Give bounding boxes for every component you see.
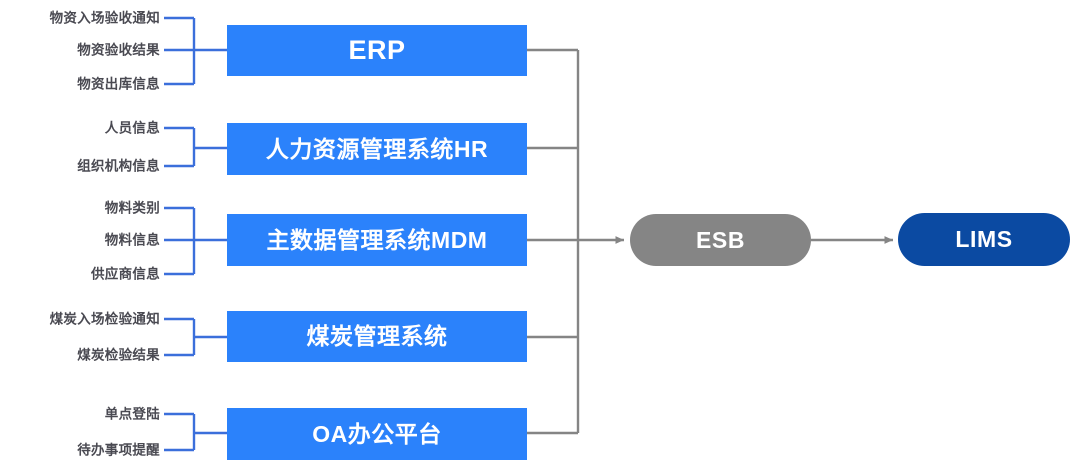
esb-hub-node[interactable]: ESB — [630, 214, 811, 266]
esb-hub-label: ESB — [695, 226, 746, 253]
source-label-oa-2: 待办事项提醒 — [0, 443, 160, 457]
lims-target-label: LIMS — [955, 226, 1013, 252]
system-box-label: 人力资源管理系统HR — [265, 135, 489, 162]
trunk-to-esb — [527, 48, 580, 435]
system-box-label: OA办公平台 — [312, 420, 442, 447]
system-box-mdm[interactable]: 主数据管理系统MDM — [227, 214, 527, 266]
source-label-mdm-2: 物料信息 — [0, 233, 160, 247]
source-label-text: 物料信息 — [104, 232, 160, 248]
source-label-text: 供应商信息 — [91, 266, 160, 282]
source-label-oa-1: 单点登陆 — [0, 407, 160, 421]
source-label-text: 煤炭入场检验通知 — [49, 311, 160, 327]
source-label-coal-1: 煤炭入场检验通知 — [0, 312, 160, 326]
system-box-erp[interactable]: ERP — [227, 25, 527, 76]
system-box-label: ERP — [348, 35, 406, 65]
source-label-text: 单点登陆 — [104, 406, 160, 422]
source-label-erp-1: 物资入场验收通知 — [0, 11, 160, 25]
bracket-hr — [164, 126, 227, 168]
source-label-hr-1: 人员信息 — [0, 121, 160, 135]
source-label-text: 物资验收结果 — [77, 42, 160, 58]
system-box-label: 主数据管理系统MDM — [266, 226, 488, 253]
bracket-erp — [164, 16, 227, 86]
source-label-hr-2: 组织机构信息 — [0, 159, 160, 173]
source-label-text: 人员信息 — [104, 120, 160, 136]
bracket-oa — [164, 412, 227, 452]
system-box-coal[interactable]: 煤炭管理系统 — [227, 311, 527, 362]
bracket-coal — [164, 317, 227, 357]
source-label-coal-2: 煤炭检验结果 — [0, 348, 160, 362]
source-label-text: 物资出库信息 — [77, 76, 160, 92]
system-box-hr[interactable]: 人力资源管理系统HR — [227, 123, 527, 175]
source-label-erp-3: 物资出库信息 — [0, 77, 160, 91]
lims-target-node[interactable]: LIMS — [898, 213, 1070, 266]
source-label-text: 待办事项提醒 — [77, 442, 160, 458]
source-label-text: 组织机构信息 — [77, 158, 160, 174]
source-label-mdm-3: 供应商信息 — [0, 267, 160, 281]
bracket-mdm — [164, 206, 227, 276]
source-label-text: 煤炭检验结果 — [77, 347, 160, 363]
source-label-mdm-1: 物料类别 — [0, 201, 160, 215]
source-label-text: 物料类别 — [104, 200, 160, 216]
system-box-oa[interactable]: OA办公平台 — [227, 408, 527, 460]
source-label-text: 物资入场验收通知 — [49, 10, 160, 26]
source-label-erp-2: 物资验收结果 — [0, 43, 160, 57]
system-box-label: 煤炭管理系统 — [306, 323, 448, 349]
